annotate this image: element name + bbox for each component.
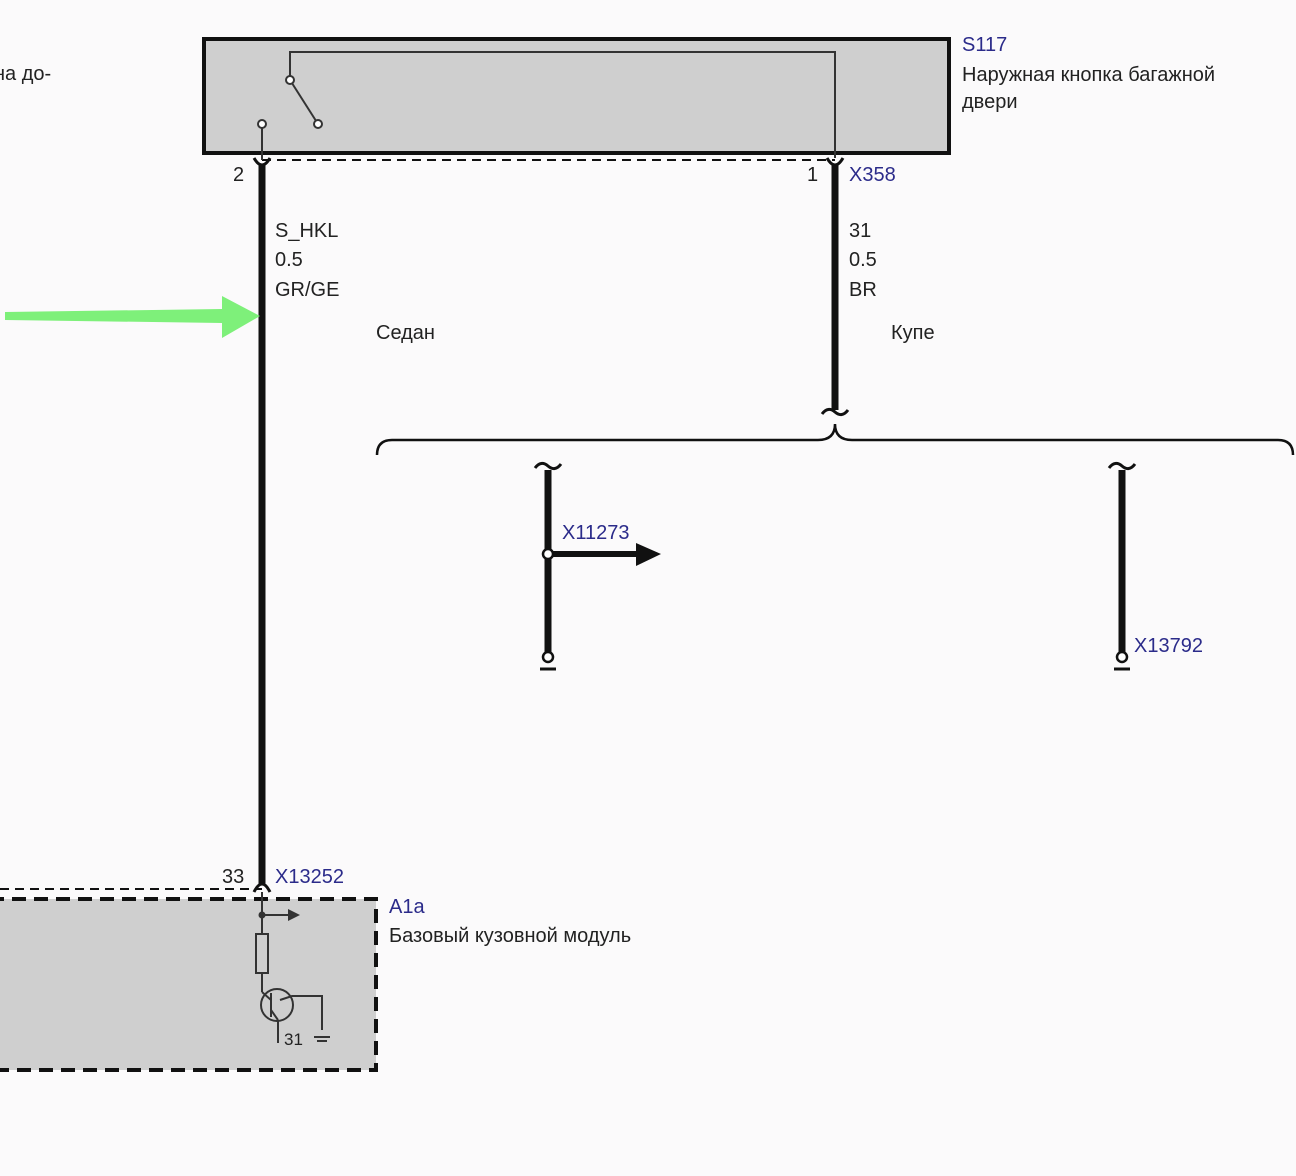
wire-left-gauge: 0.5 [275, 249, 303, 271]
switch-fixed-contact [257, 119, 267, 129]
switch-code: S117 [962, 34, 1007, 56]
switch-contact-lever [289, 79, 319, 125]
switch-internal-wire [289, 51, 836, 158]
module-housing [0, 897, 378, 1072]
wire-left-signal: S_HKL [275, 220, 338, 242]
wire-left-color: GR/GE [275, 279, 339, 301]
highlight-arrow [5, 296, 260, 338]
wire-31-break-symbol [820, 407, 850, 417]
transistor-emitter [270, 1009, 279, 1021]
module-name: Базовый кузовной модуль [389, 925, 631, 947]
partial-label: на до- [0, 63, 51, 85]
branch-right-break-symbol [1107, 461, 1137, 471]
branch-right-end-point [1115, 650, 1129, 664]
pin-label-1: 1 [807, 164, 818, 186]
connector-x13252-label: X13252 [275, 866, 344, 888]
switch-housing [202, 37, 951, 155]
connector-x13792-label: X13792 [1134, 635, 1203, 657]
transistor-base-lead [279, 995, 323, 1030]
branch-left-arrow-head [636, 543, 661, 566]
branch-left-splice-point [541, 547, 555, 561]
branch-left-end-point [541, 650, 555, 664]
wire-right-color: BR [849, 279, 877, 301]
module-code: A1a [389, 896, 425, 918]
module-sense-arrow-head [288, 909, 300, 921]
switch-component-s117[interactable] [202, 37, 951, 161]
wire-right-signal: 31 [849, 220, 871, 242]
switch-contact-end [313, 119, 323, 129]
connector-x358-label: X358 [849, 164, 896, 186]
connector-x11273-label: X11273 [562, 522, 629, 544]
wire-right-gauge: 0.5 [849, 249, 877, 271]
switch-name-line2: двери [962, 91, 1018, 113]
switch-contact-pivot [285, 75, 295, 85]
module-pin-33: 33 [222, 866, 244, 888]
variant-sedan-label: Седан [376, 322, 435, 344]
pin-label-2: 2 [233, 164, 244, 186]
switch-name-line1: Наружная кнопка багажной [962, 64, 1215, 86]
variant-coupe-label: Купе [891, 322, 935, 344]
module-ground-label: 31 [284, 1030, 303, 1049]
transistor-collector [261, 991, 272, 1001]
branch-left-break-symbol [533, 461, 563, 471]
variant-brace [375, 423, 1295, 456]
module-a1a[interactable] [0, 892, 378, 1072]
